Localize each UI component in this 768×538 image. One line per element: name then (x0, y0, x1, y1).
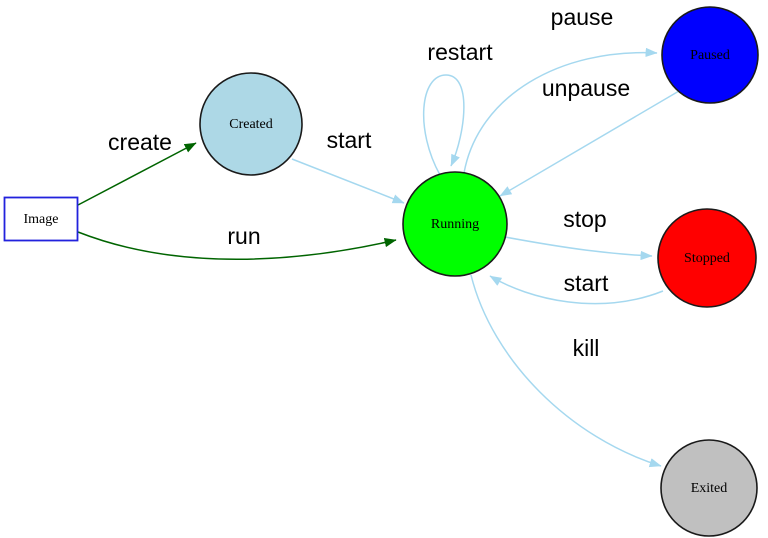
edge-kill-path (470, 274, 662, 468)
edge-unpause: unpause (499, 75, 680, 197)
edge-label-pause: pause (551, 4, 614, 30)
node-paused-label: Paused (690, 48, 730, 63)
edge-start2-path (489, 275, 664, 305)
edge-label-start-stopped: start (564, 270, 609, 296)
edge-label-run: run (227, 223, 260, 249)
node-running-shape (402, 171, 508, 277)
node-running[interactable]: Running (402, 171, 508, 277)
edge-stop: stop (504, 206, 653, 261)
edge-restart-path (422, 74, 465, 176)
node-stopped-label: Stopped (684, 251, 730, 266)
edge-label-start-created: start (327, 127, 372, 153)
edge-kill: kill (470, 274, 662, 468)
edge-create-path (77, 142, 197, 206)
node-image-label: Image (24, 212, 59, 227)
node-stopped[interactable]: Stopped (657, 208, 757, 308)
edge-start-stopped-running: start (489, 270, 664, 305)
edge-label-create: create (108, 129, 172, 155)
node-exited[interactable]: Exited (660, 439, 758, 537)
edge-create: create (77, 129, 197, 206)
node-created-label: Created (229, 117, 273, 132)
node-image-shape (3, 196, 79, 242)
node-image[interactable]: Image (3, 196, 79, 242)
edge-restart-selfloop: restart (422, 39, 493, 176)
edge-label-restart: restart (427, 39, 493, 65)
edge-start1-path (291, 158, 405, 204)
edge-pause-path (463, 47, 658, 174)
node-stopped-shape (657, 208, 757, 308)
node-exited-label: Exited (691, 481, 728, 496)
node-created-shape (199, 72, 303, 176)
node-running-label: Running (431, 217, 479, 232)
node-paused-shape (661, 6, 759, 104)
node-created[interactable]: Created (199, 72, 303, 176)
node-paused[interactable]: Paused (661, 6, 759, 104)
node-exited-shape (660, 439, 758, 537)
edge-unpause-path (499, 90, 680, 197)
edge-run-path (77, 231, 397, 260)
edge-start-created-running: start (291, 127, 405, 204)
edge-stop-path (504, 236, 653, 261)
edge-label-kill: kill (573, 335, 600, 361)
edge-pause: pause (463, 4, 658, 174)
edge-label-stop: stop (563, 206, 606, 232)
edge-label-unpause: unpause (542, 75, 630, 101)
edge-run: run (77, 223, 397, 260)
